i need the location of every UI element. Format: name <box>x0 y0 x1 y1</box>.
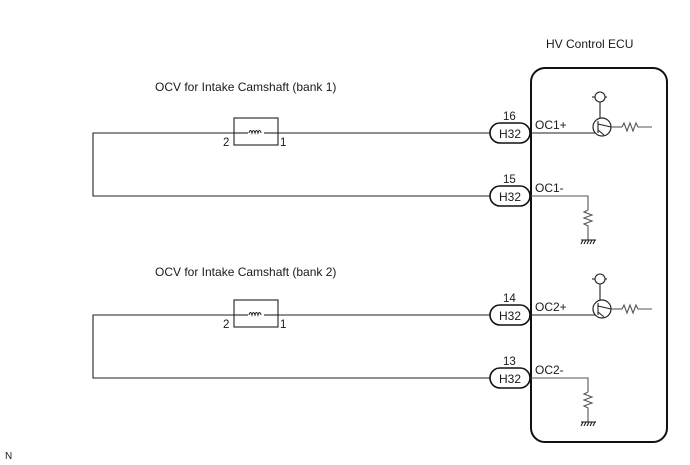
coil-pin-2: 2 <box>223 137 229 149</box>
connector-label: H32 <box>499 309 521 323</box>
transistor-icon <box>592 273 652 319</box>
coil-pin-1: 1 <box>280 137 286 149</box>
wire-oc2-minus <box>92 314 490 379</box>
circuit-bank-2: OCV for Intake Camshaft (bank 2) 2 1 14 … <box>92 265 652 427</box>
ecu-box <box>530 67 668 443</box>
ground-icon <box>580 421 596 427</box>
pin-number-14: 14 <box>503 293 516 305</box>
coil-icon <box>248 129 262 135</box>
connector-label: H32 <box>499 372 521 386</box>
resistor-icon <box>582 391 594 422</box>
signal-oc2-plus: OC2+ <box>535 300 567 314</box>
circuit-bank-1: OCV for Intake Camshaft (bank 1) 2 1 16 … <box>92 80 652 245</box>
ocv-bank-1-label: OCV for Intake Camshaft (bank 1) <box>155 80 336 94</box>
connector-h32-pin16 <box>489 122 531 144</box>
pin-number-15: 15 <box>503 174 516 186</box>
connector-h32-pin15 <box>489 185 531 207</box>
connector-h32-pin13 <box>489 367 531 389</box>
resistor-icon <box>621 303 652 315</box>
ocv-coil-bank-1 <box>233 117 279 146</box>
connector-label: H32 <box>499 190 521 204</box>
corner-mark: N <box>5 451 12 462</box>
signal-oc1-plus: OC1+ <box>535 118 567 132</box>
coil-pin-2: 2 <box>223 319 229 331</box>
ocv-coil-bank-2 <box>233 299 279 328</box>
pin-number-13: 13 <box>503 356 516 368</box>
ecu-title: HV Control ECU <box>546 37 633 51</box>
signal-oc1-minus: OC1- <box>535 181 564 195</box>
coil-icon <box>248 311 262 317</box>
signal-oc2-minus: OC2- <box>535 363 564 377</box>
resistor-icon <box>582 209 594 240</box>
pin-number-16: 16 <box>503 111 516 123</box>
ground-icon <box>580 239 596 245</box>
connector-h32-pin14 <box>489 304 531 326</box>
connector-label: H32 <box>499 127 521 141</box>
coil-pin-1: 1 <box>280 319 286 331</box>
transistor-icon <box>592 91 652 137</box>
ocv-bank-2-label: OCV for Intake Camshaft (bank 2) <box>155 265 336 279</box>
resistor-icon <box>621 121 652 133</box>
wire-oc1-minus <box>92 132 490 197</box>
